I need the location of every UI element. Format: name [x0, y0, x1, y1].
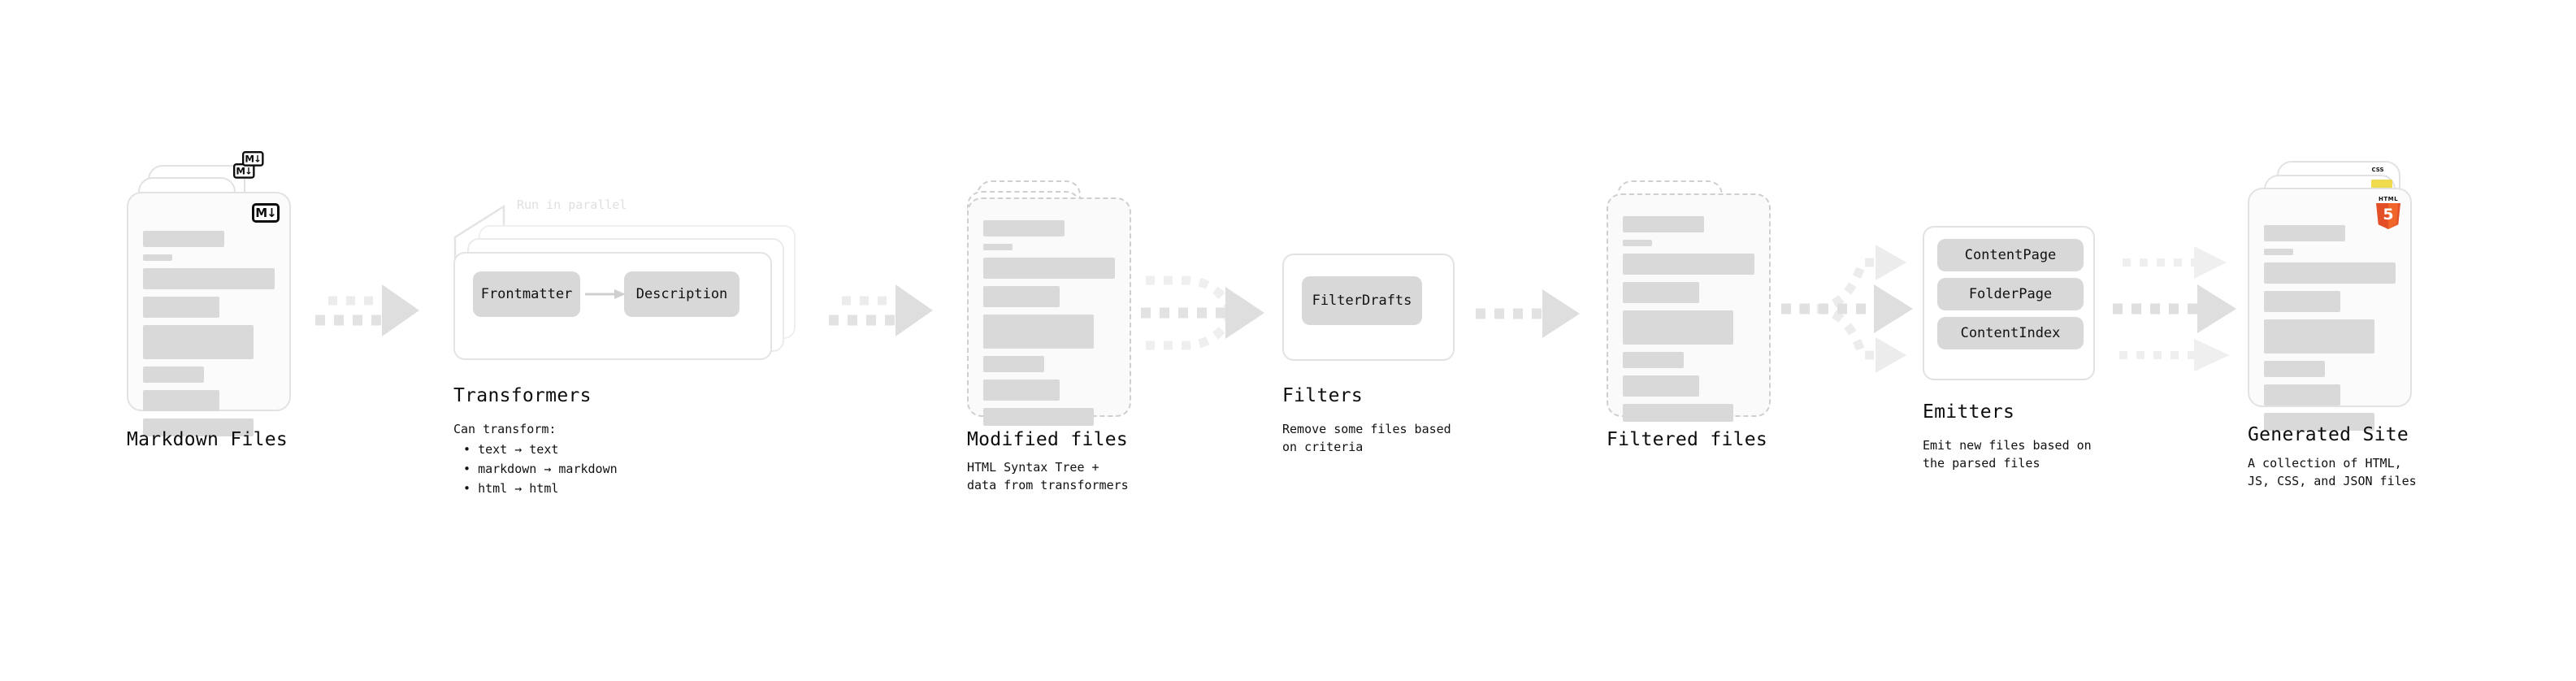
- emitter-chip-contentindex[interactable]: ContentIndex: [1937, 317, 2084, 349]
- skeleton-line: [2264, 225, 2346, 241]
- transformer-chip-frontmatter[interactable]: Frontmatter: [473, 271, 580, 317]
- skeleton-line: [143, 390, 219, 411]
- html5-icon-digit: 5: [2383, 205, 2394, 223]
- skeleton-line: [143, 268, 275, 289]
- emitter-chip-contentpage[interactable]: ContentPage: [1937, 239, 2084, 271]
- transformers-transform-list: text → text markdown → markdown html → h…: [453, 440, 618, 498]
- html5-icon: HTML 5: [2374, 197, 2402, 229]
- markdown-icon-top: M↓: [242, 151, 264, 167]
- markdown-files-title: Markdown Files: [127, 429, 288, 450]
- transformers-title: Transformers: [453, 385, 592, 406]
- skeleton-line: [983, 314, 1095, 349]
- emitters-box: ContentPage FolderPage ContentIndex: [1923, 226, 2095, 380]
- markdown-skeleton: [143, 231, 275, 444]
- skeleton-line: [1623, 216, 1705, 232]
- skeleton-line: [1623, 310, 1734, 345]
- skeleton-line: [2264, 291, 2340, 312]
- skeleton-line: [143, 367, 204, 383]
- emitters-title: Emitters: [1923, 401, 2015, 423]
- modified-card-front: [967, 197, 1131, 426]
- skeleton-line: [1623, 282, 1699, 303]
- emitters-subtitle: Emit new files based on the parsed files: [1923, 438, 2092, 471]
- skeleton-line: [2264, 249, 2293, 255]
- skeleton-line: [983, 380, 1060, 401]
- generated-site-subtitle: A collection of HTML, JS, CSS, and JSON …: [2248, 456, 2417, 488]
- emitter-chip-folderpage[interactable]: FolderPage: [1937, 278, 2084, 310]
- skeleton-line: [983, 286, 1060, 307]
- generated-site-title: Generated Site: [2248, 424, 2409, 445]
- generated-card-front: HTML 5: [2248, 188, 2412, 431]
- transform-item-markdown: markdown → markdown: [453, 459, 618, 479]
- arrow-emitters-to-site: [2113, 246, 2236, 371]
- run-in-parallel-label: Run in parallel: [517, 197, 627, 212]
- skeleton-line: [1623, 404, 1734, 422]
- skeleton-line: [983, 258, 1115, 279]
- skeleton-line: [2264, 413, 2375, 431]
- modified-skeleton: [983, 220, 1115, 433]
- run-in-parallel-leader: [453, 204, 505, 260]
- generated-skeleton: [2264, 225, 2396, 438]
- transform-item-text: text → text: [453, 440, 618, 459]
- skeleton-line: [983, 408, 1095, 426]
- transformer-chip-description[interactable]: Description: [624, 271, 739, 317]
- modified-files-title: Modified files: [967, 429, 1129, 450]
- skeleton-line: [1623, 375, 1699, 397]
- transform-item-html: html → html: [453, 479, 618, 498]
- skeleton-line: [2264, 361, 2325, 377]
- skeleton-line: [983, 356, 1044, 372]
- skeleton-line: [1623, 254, 1754, 275]
- skeleton-line: [2264, 262, 2396, 284]
- transformer-arrow-front: [585, 289, 626, 299]
- skeleton-line: [1623, 352, 1684, 368]
- markdown-card-front: M↓: [127, 192, 291, 436]
- arrow-filters-to-filtered: [1476, 289, 1580, 338]
- transformers-subtitle: Can transform:: [453, 422, 557, 436]
- skeleton-line: [983, 244, 1013, 250]
- arrow-modified-to-filters: [1141, 275, 1264, 350]
- html5-icon-label: HTML: [2378, 196, 2399, 202]
- filtered-skeleton: [1623, 216, 1754, 429]
- filtered-card-front: [1607, 193, 1771, 422]
- arrow-filtered-to-emitters: [1781, 245, 1913, 373]
- skeleton-line: [983, 220, 1065, 236]
- filter-chip-filterdrafts[interactable]: FilterDrafts: [1302, 276, 1422, 325]
- modified-files-subtitle: HTML Syntax Tree + data from transformer…: [967, 460, 1129, 492]
- transformer-layer-front: Frontmatter Description: [453, 252, 772, 360]
- html5-icon-shield: 5: [2376, 203, 2400, 229]
- arrow-markdown-to-transformers: [315, 284, 419, 336]
- arrow-transformers-to-modified: [829, 284, 933, 336]
- skeleton-line: [143, 325, 254, 359]
- skeleton-line: [1623, 240, 1652, 246]
- filters-title: Filters: [1282, 385, 1364, 406]
- skeleton-line: [143, 419, 254, 436]
- skeleton-line: [2264, 384, 2340, 406]
- skeleton-line: [143, 231, 225, 247]
- filtered-files-title: Filtered files: [1607, 429, 1768, 450]
- skeleton-line: [2264, 319, 2375, 354]
- skeleton-line: [143, 297, 219, 318]
- filters-subtitle: Remove some files based on criteria: [1282, 422, 1451, 454]
- skeleton-line: [143, 254, 172, 261]
- markdown-icon: M↓: [252, 203, 280, 223]
- filters-box: FilterDrafts: [1282, 254, 1455, 361]
